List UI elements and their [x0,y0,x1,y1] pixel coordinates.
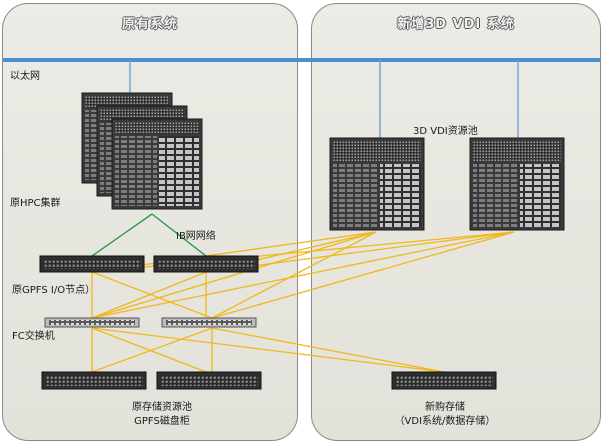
new-storage-purpose-label: （VDI系统/数据存储） [394,416,496,427]
gpfs-io-node-1 [39,255,145,273]
fc-switch-1 [44,317,140,328]
vdi-system-title: 新增3D VDI 系统 [397,17,515,32]
hpc-cluster [81,92,203,210]
new-storage-label: 新购存储 [425,402,465,413]
vdi-server-2 [469,137,565,231]
hpc-cluster-label: 原HPC集群 [10,198,61,209]
legacy-system-title: 原有系统 [121,17,178,32]
vdi-server-1 [329,137,425,231]
ethernet-label: 以太网 [10,71,40,82]
gpfs-io-node-2 [153,255,259,273]
legacy-system-panel: 原有系统 [2,3,298,441]
fc-links [91,231,515,373]
gpfs-disk-shelf-1 [41,371,147,390]
storage-pool-label: 原存储资源池 [132,402,192,413]
fc-switch-label: FC交换机 [12,331,55,342]
ib-network-label: IB网网络 [176,231,216,242]
new-storage-array [391,371,497,390]
gpfs-disk-label: GPFS磁盘柜 [134,416,190,427]
ib-links [91,213,207,257]
gpfs-io-nodes-label: 原GPFS I/O节点） [12,285,96,296]
fc-switch-2 [161,317,257,328]
ethernet-links [3,58,600,138]
gpfs-disk-shelf-2 [156,371,262,390]
vdi-pool-label: 3D VDI资源池 [413,126,478,137]
